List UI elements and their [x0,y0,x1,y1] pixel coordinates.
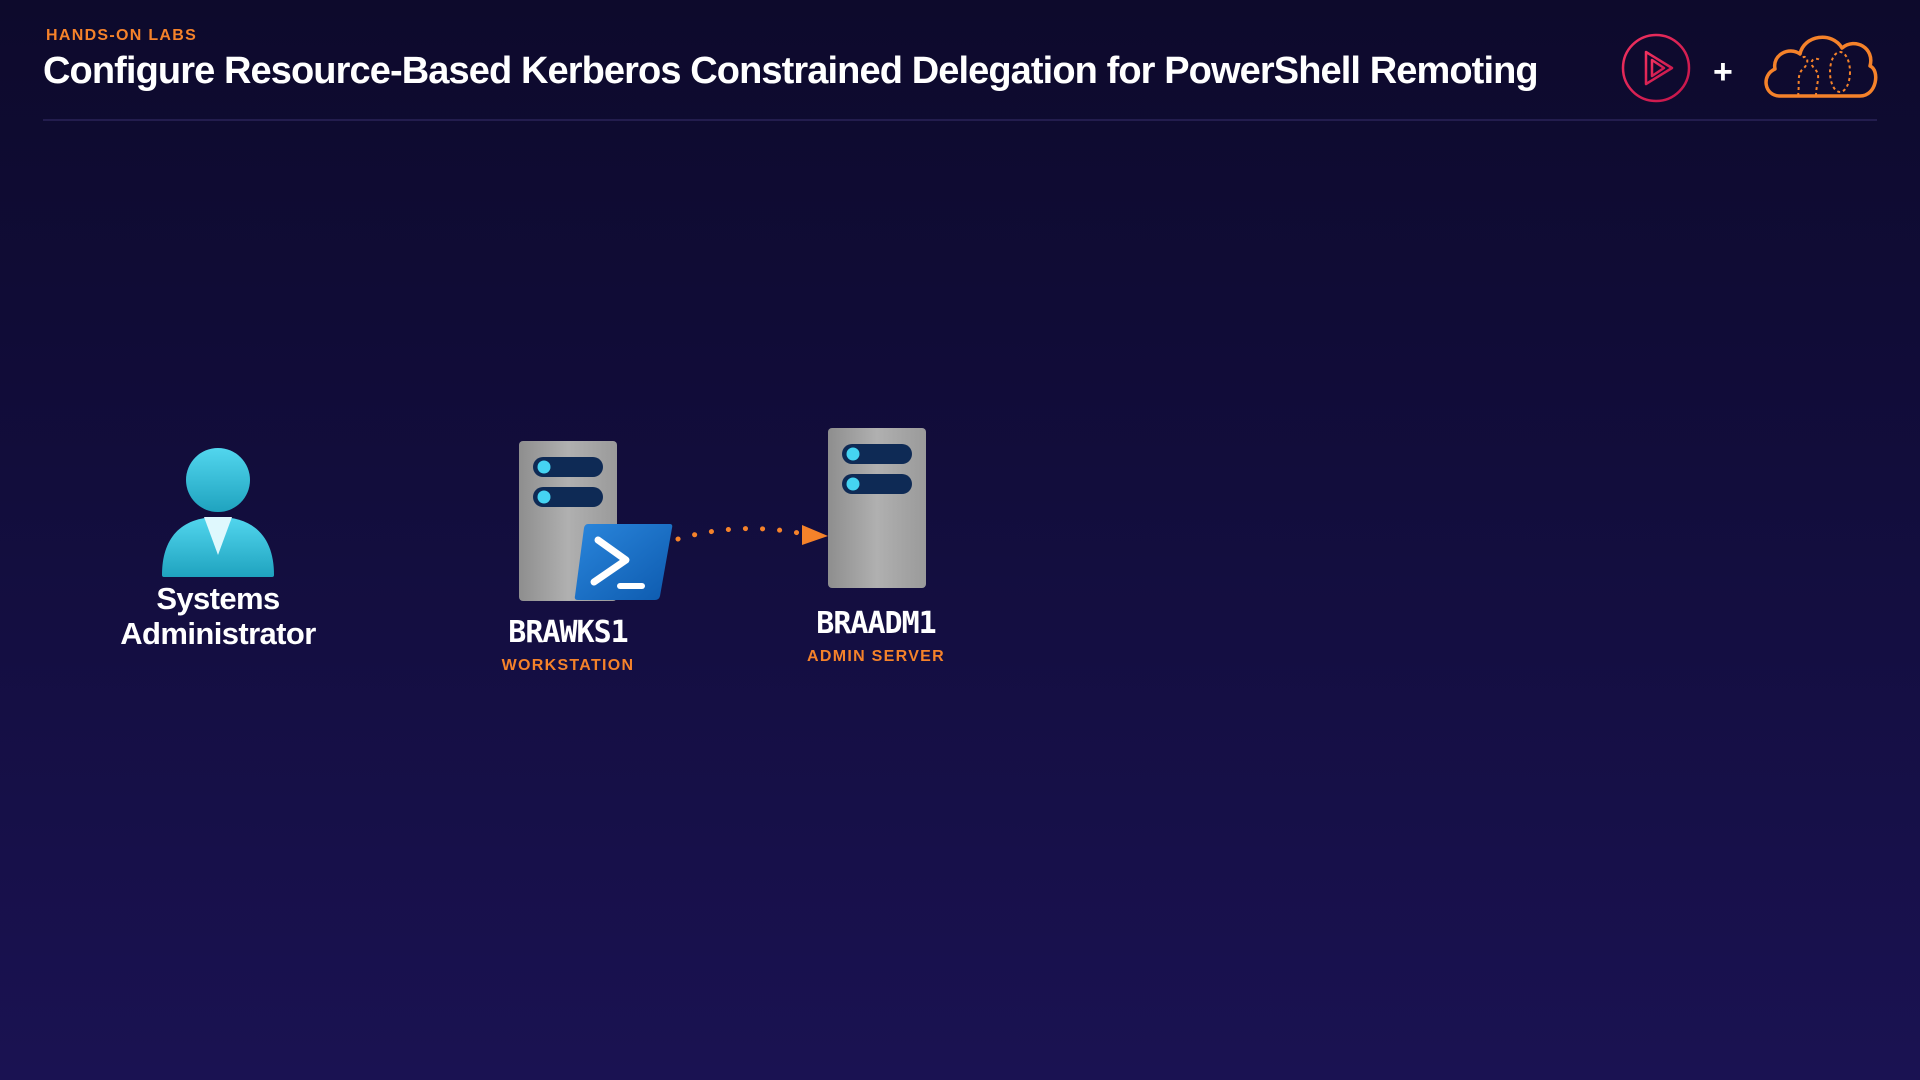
server-icon [828,428,926,588]
cloud-logo-icon [1764,35,1878,98]
dotted-arrow-connector [675,525,828,545]
powershell-icon [574,524,673,600]
plus-sign: + [1713,53,1733,91]
person-icon [162,448,274,577]
node-role-workstation: WORKSTATION [501,657,635,674]
header-divider [43,119,1877,121]
node-name-brawks1: BRAWKS1 [508,615,628,650]
play-circle-logo-icon [1621,33,1691,103]
node-name-braadm1: BRAADM1 [816,606,936,641]
page-title: Configure Resource-Based Kerberos Constr… [43,50,1539,92]
node-role-admin-server: ADMIN SERVER [807,648,945,665]
eyebrow-label: HANDS-ON LABS [46,27,198,44]
node-label-systems-administrator: Systems Administrator [120,581,316,651]
